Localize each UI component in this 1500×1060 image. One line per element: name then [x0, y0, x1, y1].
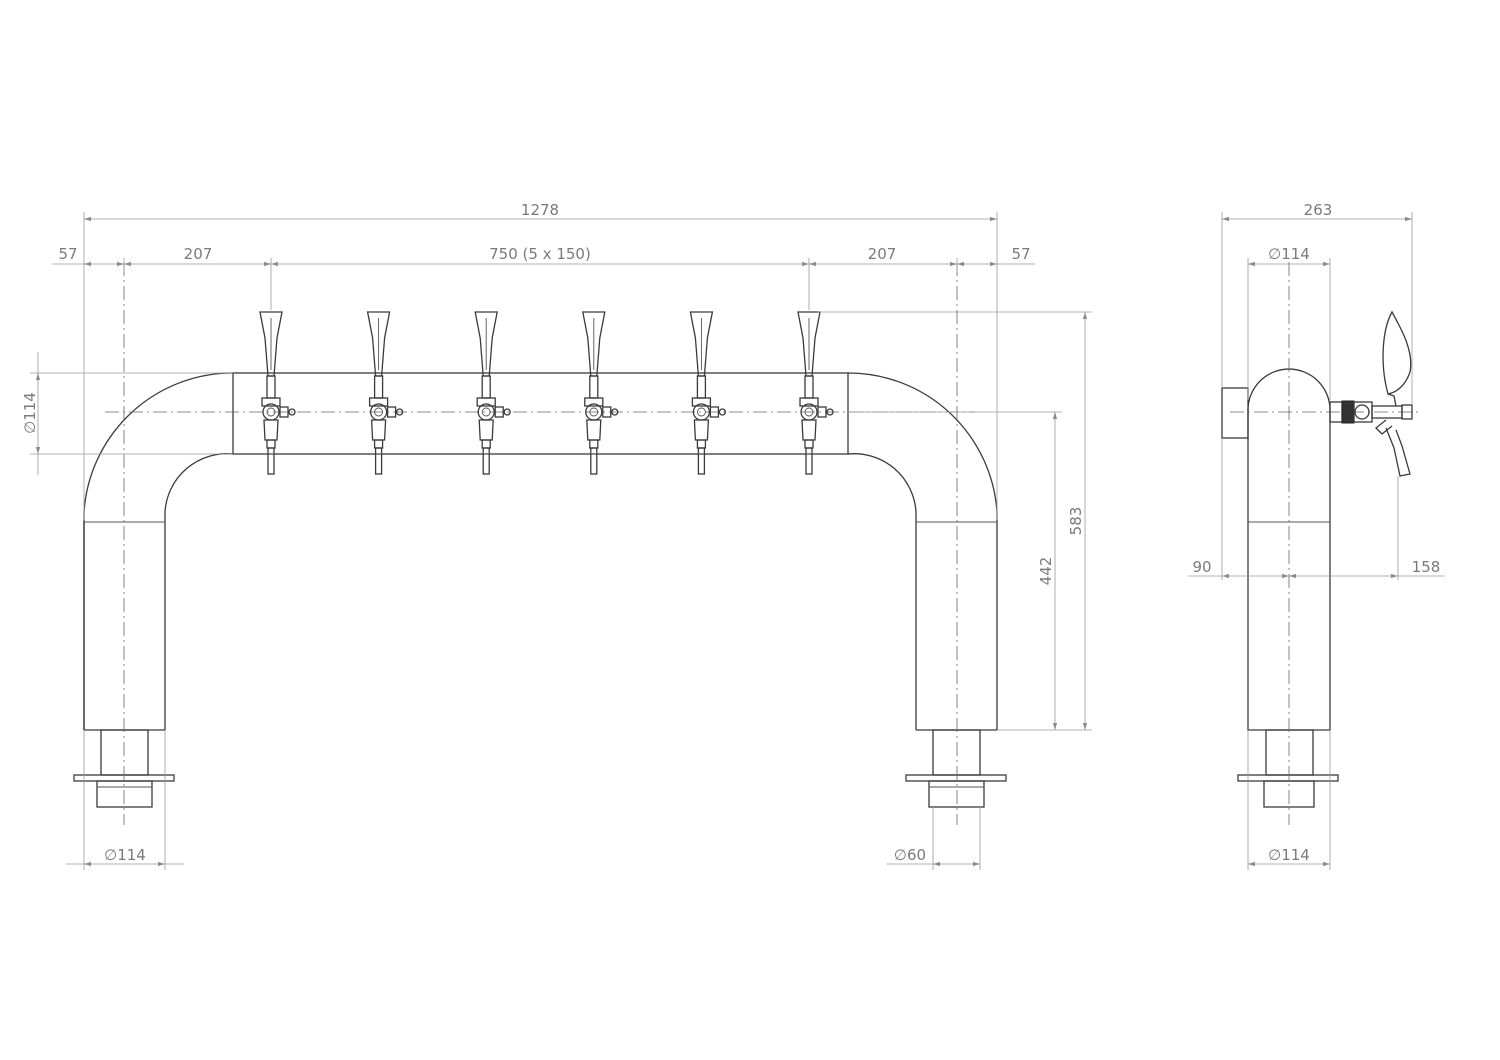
dim-column-diameter: ∅114: [21, 392, 39, 434]
side-view: [1221, 262, 1420, 825]
dim-total-height: 583: [1067, 507, 1085, 536]
manifold-tube: [232, 372, 849, 455]
dim-overall-width: 1278: [521, 201, 559, 219]
dim-side-front: 158: [1412, 558, 1441, 576]
dim-height-to-axis: 442: [1037, 557, 1055, 586]
side-rear-cap: [1221, 387, 1249, 439]
dimensions: 1278 57 207 750 (5 x 150) 207 57 ∅114 44…: [21, 201, 1445, 870]
beer-tap: [689, 311, 727, 475]
dim-right-offset: 57: [1011, 245, 1030, 263]
side-column-outline: [1247, 368, 1331, 731]
beer-tap: [582, 311, 619, 475]
taps: [259, 311, 834, 475]
beer-tap: [259, 311, 296, 475]
front-view: [73, 262, 1007, 825]
right-foot: [905, 729, 1007, 808]
left-foot: [73, 729, 175, 808]
dim-left-span: 207: [184, 245, 213, 263]
dim-thread-diameter: ∅60: [894, 846, 926, 864]
beer-tap: [366, 311, 404, 475]
dim-base-diameter: ∅114: [104, 846, 146, 864]
beer-tap: [474, 311, 511, 475]
dim-right-span: 207: [868, 245, 897, 263]
left-column-outline: [83, 372, 234, 730]
dim-tap-spacing: 750 (5 x 150): [489, 245, 591, 263]
side-tap: [1329, 310, 1413, 477]
dim-side-rear: 90: [1192, 558, 1211, 576]
beer-tap: [797, 311, 834, 475]
dim-left-offset: 57: [58, 245, 77, 263]
dim-side-base-diameter: ∅114: [1268, 846, 1310, 864]
dim-side-depth: 263: [1304, 201, 1333, 219]
right-column-outline: [847, 372, 998, 730]
dim-side-diameter: ∅114: [1268, 245, 1310, 263]
